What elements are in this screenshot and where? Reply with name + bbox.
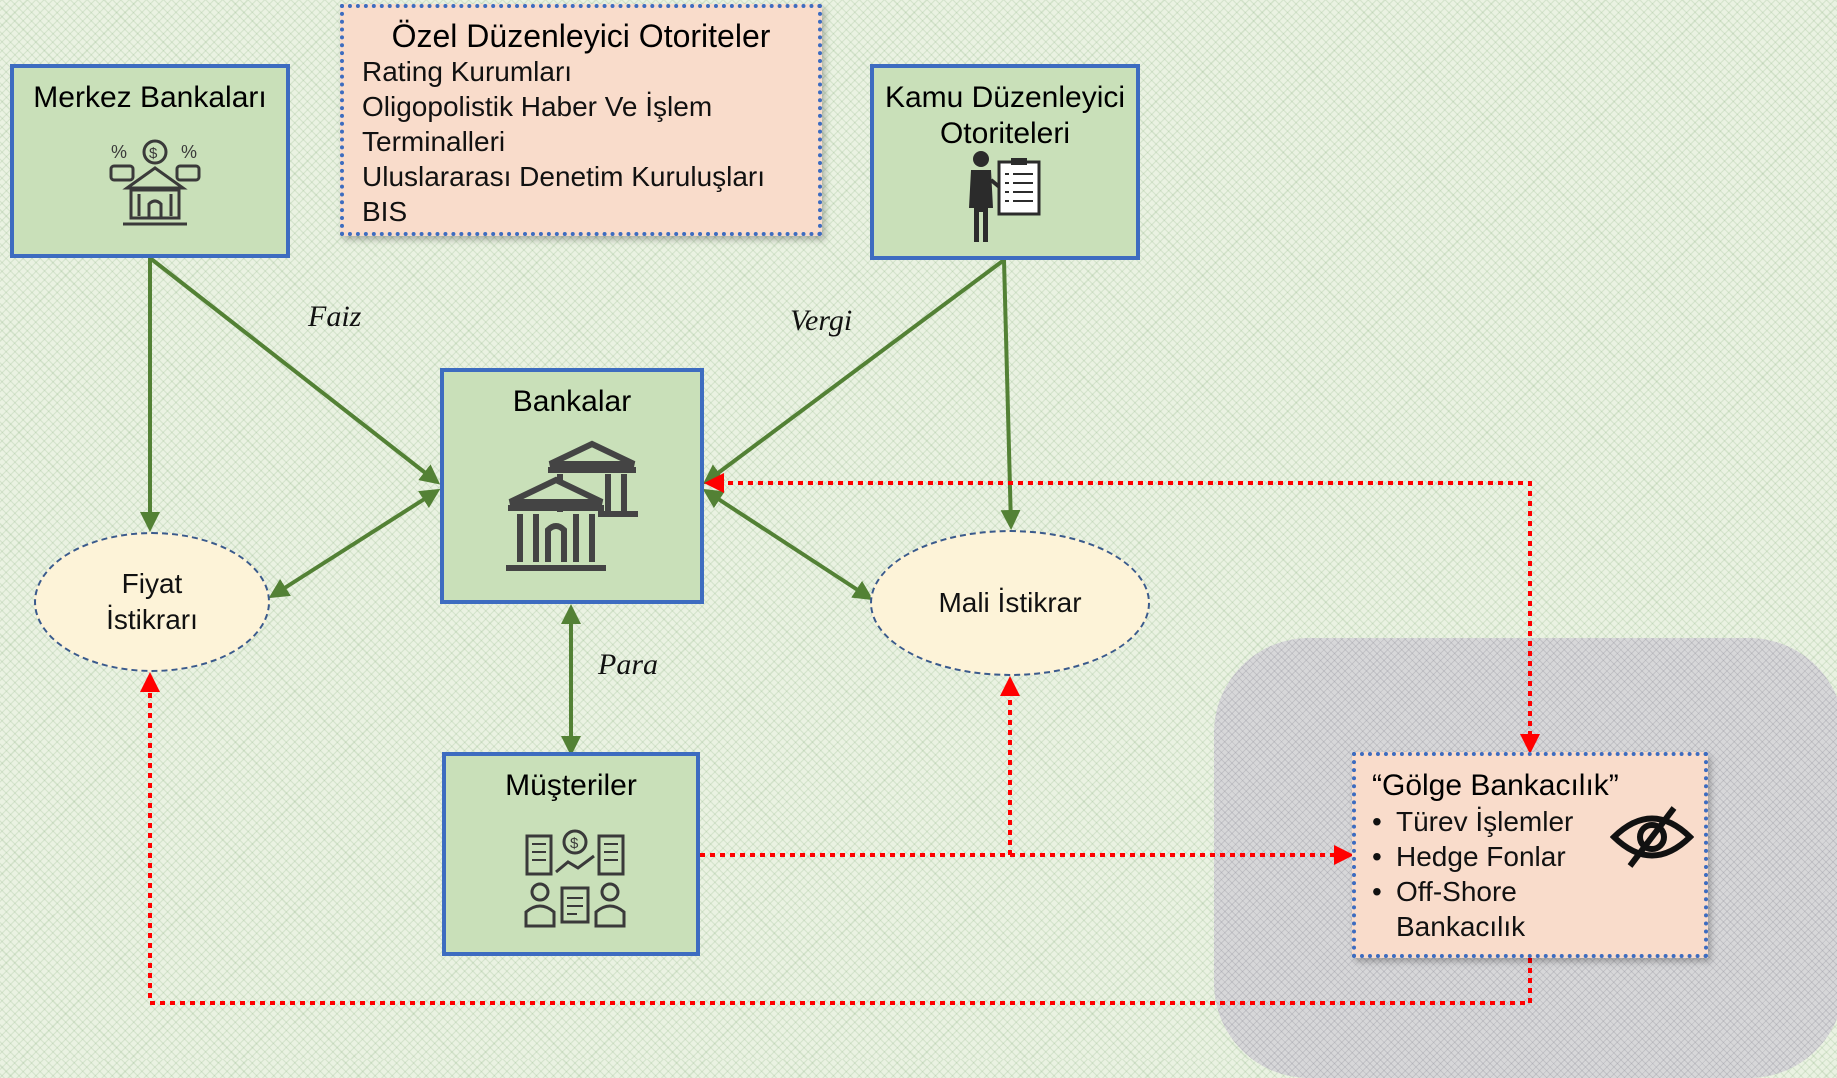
edge-label-faiz: Faiz — [308, 300, 362, 333]
arrow-kamu-to-mali — [1000, 259, 1021, 530]
golge-item: •Hedge Fonlar — [1372, 841, 1566, 872]
mali-istikrar-label: Mali İstikrar — [938, 587, 1082, 618]
musteriler-box: Müşteriler $ — [442, 752, 700, 956]
arrow-golge-bankalar — [704, 473, 1540, 754]
fiyat-istikrari-line2: İstikrarı — [106, 604, 198, 635]
eye-slash-icon — [1610, 806, 1694, 868]
golge-item: •Off-Shore — [1372, 876, 1517, 907]
ozel-duzenleyici-title: Özel Düzenleyici Otoriteler — [391, 18, 771, 54]
golge-bankacilik-note: “Gölge Bankacılık” •Türev İşlemler •Hedg… — [1352, 752, 1708, 958]
golge-bankacilik-title: “Gölge Bankacılık” — [1372, 769, 1619, 802]
merkez-bankalari-title: Merkez Bankaları — [33, 81, 267, 114]
bullet-icon: • — [1372, 841, 1382, 872]
ozel-item: Oligopolistik Haber Ve İşlem — [362, 91, 713, 122]
ozel-item: Terminalleri — [362, 126, 506, 157]
edge-label-para: Para — [598, 648, 658, 681]
svg-text:$: $ — [149, 145, 158, 162]
kamu-duzenleyici-box: Kamu Düzenleyici Otoriteleri — [870, 64, 1140, 260]
ozel-item: Rating Kurumları — [362, 56, 573, 87]
ozel-item: Uluslararası Denetim Kuruluşları — [362, 161, 766, 192]
svg-text:$: $ — [570, 835, 579, 852]
regulator-clipboard-icon — [969, 151, 1041, 242]
fiyat-istikrari-line1: Fiyat — [121, 568, 183, 599]
arrow-fiyat-bankalar — [268, 488, 441, 599]
bullet-icon: • — [1372, 876, 1382, 907]
arrow-merkez-to-bankalar — [148, 256, 441, 485]
fiyat-istikrari-ellipse: Fiyat İstikrarı — [34, 532, 270, 672]
svg-text:%: % — [111, 142, 127, 162]
edge-label-vergi: Vergi — [790, 304, 853, 337]
merkez-bankalari-box: Merkez Bankaları % % $ — [10, 64, 290, 258]
arrow-golge-to-fiyat — [140, 672, 1532, 1005]
golge-item: •Türev İşlemler — [1372, 806, 1574, 837]
kamu-duzenleyici-title: Kamu Düzenleyici Otoriteleri — [884, 81, 1126, 150]
bullet-icon: • — [1372, 806, 1382, 837]
golge-item: Bankacılık — [1396, 911, 1526, 942]
mali-istikrar-ellipse: Mali İstikrar — [870, 530, 1150, 676]
arrow-bankalar-mali — [702, 488, 874, 601]
bankalar-box: Bankalar — [440, 368, 704, 604]
svg-text:%: % — [181, 142, 197, 162]
musteriler-title: Müşteriler — [505, 769, 637, 802]
bankalar-title: Bankalar — [512, 385, 632, 418]
central-bank-icon: % % $ — [109, 139, 201, 226]
ozel-duzenleyici-note: Özel Düzenleyici Otoriteler Rating Kurum… — [340, 4, 822, 236]
customers-business-icon: $ — [524, 829, 626, 928]
ozel-item: BIS — [362, 196, 408, 227]
bank-buildings-icon — [506, 440, 638, 571]
arrow-kamu-to-bankalar — [702, 258, 1006, 485]
